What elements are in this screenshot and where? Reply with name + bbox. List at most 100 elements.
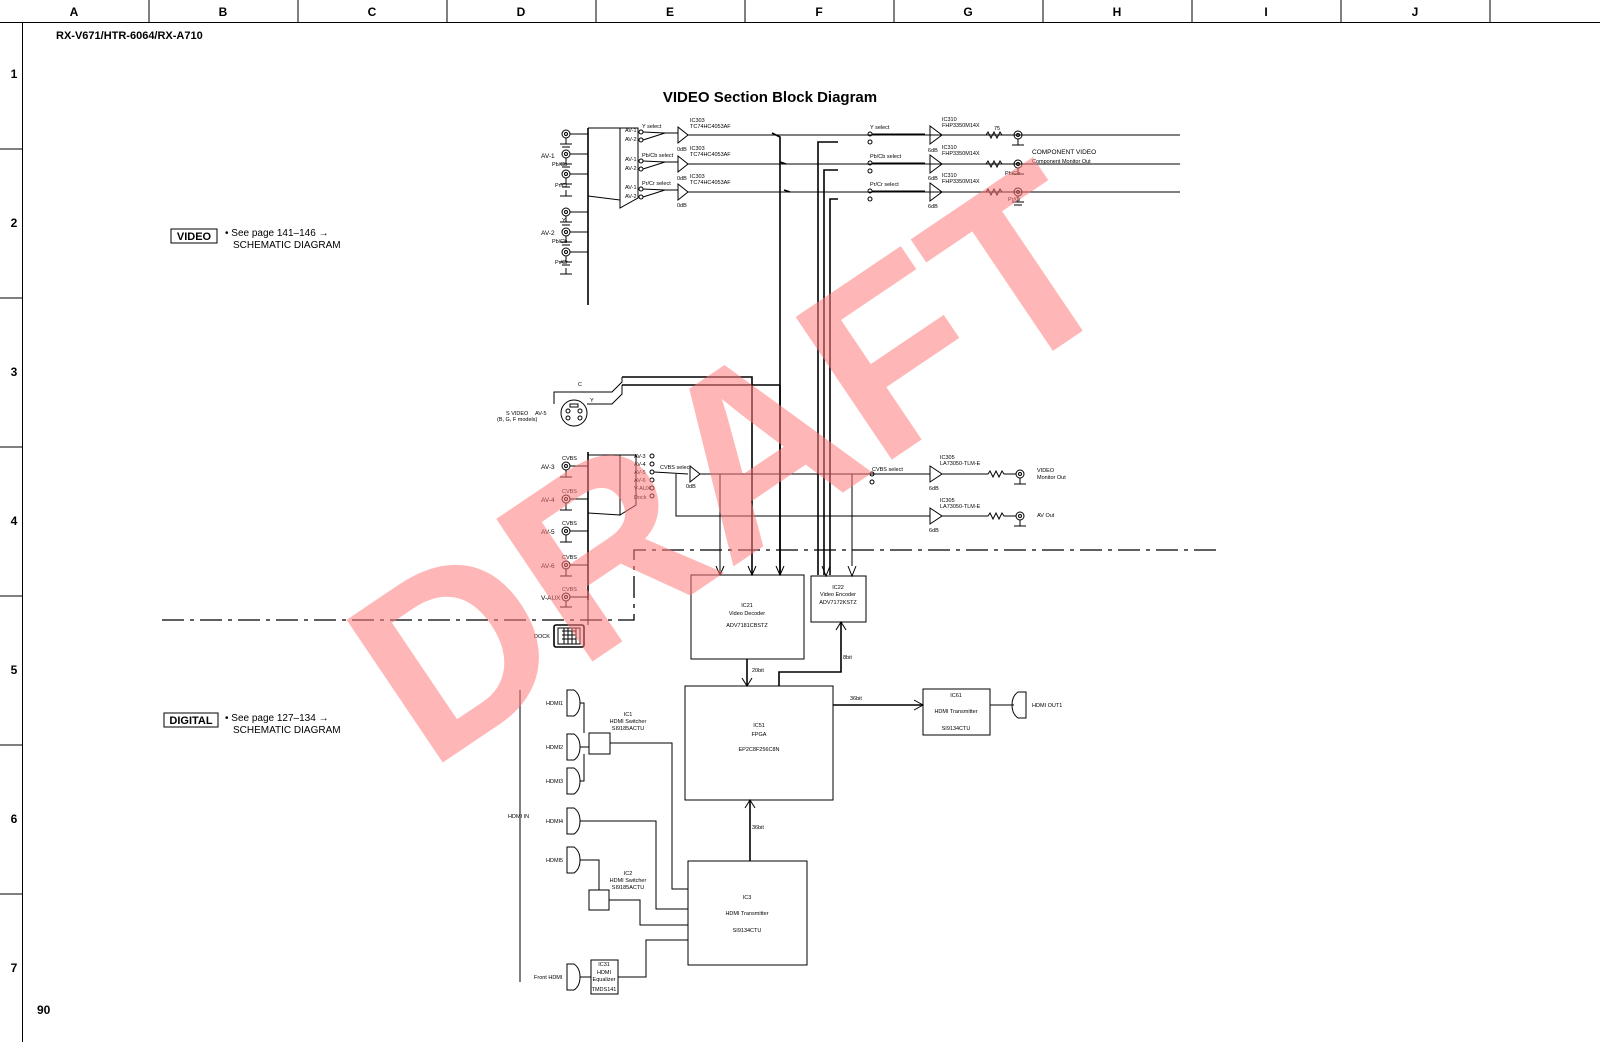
ic1-ref: IC1 [624, 712, 633, 718]
component-input-section: AV-1 Pb/Cb Pr/Cr Y AV-2 Pb/Cb Pr/Cr [541, 127, 639, 305]
ic2-block: IC2 HDMI Switcher SI9185ACTU [588, 871, 647, 911]
model-name: RX-V671/HTR-6064/RX-A710 [56, 30, 203, 42]
ic2-name: HDMI Switcher [610, 878, 647, 884]
av2-prcr: Pr/Cr [555, 260, 568, 266]
video-ref-tag: VIDEO [177, 231, 212, 243]
cvbs-jack-3: CVBS [562, 521, 577, 527]
ic2-ref: IC2 [624, 871, 633, 877]
ic1-part: SI9185ACTU [612, 726, 644, 732]
sw-av2-pb: AV-2 [625, 166, 637, 172]
cvbs-sw-av5: AV-5 [634, 470, 646, 476]
column-label: E [666, 5, 674, 19]
ic31-name2: Equalizer [593, 977, 616, 983]
ic61-block: IC61 HDMI Transmitter SI9134CTU [922, 688, 991, 736]
signal-wires [715, 132, 1027, 861]
ic61-part: SI9134CTU [942, 726, 971, 732]
ic305-part-1: LA73050-TLM-E [940, 461, 981, 467]
av5-label: AV-5 [541, 529, 555, 536]
ic61-ref: IC61 [950, 693, 962, 699]
cvbs-gain-0db: 0dB [686, 484, 696, 490]
ic305-part-2: LA73050-TLM-E [940, 504, 981, 510]
sw-av1-pr: AV-1 [625, 185, 637, 191]
av4-label: AV-4 [541, 497, 555, 504]
dock-label: DOCK [534, 634, 550, 640]
cvbs-sw-dock: Dock [634, 495, 647, 501]
column-labels: A B C D E F G H I J [70, 5, 1419, 19]
gain-0db-1: 0dB [677, 147, 687, 153]
row-labels: 1 2 3 4 5 6 7 [11, 67, 18, 975]
row-label: 3 [11, 365, 18, 379]
column-label: I [1264, 5, 1267, 19]
ic22-name: Video Encoder [820, 592, 856, 598]
ic51-block: IC51 FPGA EP2C8F256C8N [684, 685, 834, 801]
ic305-ref-2: IC305 [940, 498, 955, 504]
svideo-section: C Y S VIDEO (B, G, F models) AV-5 [497, 376, 780, 575]
ic3-ref: IC3 [743, 895, 752, 901]
hdmi5-label: HDMI5 [546, 858, 563, 864]
row-label: 2 [11, 216, 18, 230]
digital-ref-line1: • See page 127–134 → [225, 713, 329, 724]
ic303-part-3: TC74HC4053AF [690, 180, 731, 186]
column-label: C [368, 5, 377, 19]
ic22-ref: IC22 [832, 585, 844, 591]
cvbs-gain-6db-2: 6dB [929, 528, 939, 534]
column-label: D [517, 5, 526, 19]
diagram-title: VIDEO Section Block Diagram [663, 89, 877, 106]
dock-connector: DOCK [534, 600, 589, 648]
cvbs-jack-5: CVBS [562, 587, 577, 593]
av2-y: Y [562, 218, 566, 224]
res-1: 75 [994, 126, 1000, 132]
row-label: 4 [11, 514, 18, 528]
bus-36bit-out: 36bit [850, 696, 862, 702]
cvbs-gain-6db-1: 6dB [929, 486, 939, 492]
ic31-name1: HDMI [597, 970, 612, 976]
composite-input-section: CVBS CVBS CVBS CVBS CVBS AV-3 AV-4 AV-5 … [541, 452, 1066, 608]
gain-6db-2: 6dB [928, 176, 938, 182]
ic310-part-2: FHP3350M14X [942, 151, 980, 157]
ic31-part: TMDS141 [592, 987, 617, 993]
ic305-ref-1: IC305 [940, 455, 955, 461]
svideo-y: Y [590, 398, 594, 404]
ic303-part-2: TC74HC4053AF [690, 152, 731, 158]
ic3-block: IC3 HDMI Transmitter SI9134CTU [687, 860, 808, 966]
cvbs-jack-2: CVBS [562, 489, 577, 495]
pb-select-out: Pb/Cb select [870, 154, 902, 160]
digital-ref-tag: DIGITAL [169, 715, 212, 727]
hdmi-out1-label: HDMI OUT1 [1032, 703, 1062, 709]
component-output-drivers: Y select IC310 FHP3350M14X 6dB 75 Pb/Cb … [867, 117, 1096, 210]
bus-36bit-in: 36bit [752, 825, 764, 831]
pr-select-out: Pr/Cr select [870, 182, 899, 188]
component-out-label1: COMPONENT VIDEO [1032, 149, 1096, 156]
ic303-part-1: TC74HC4053AF [690, 124, 731, 130]
ic31-ref: IC31 [598, 962, 610, 968]
ic310-part-3: FHP3350M14X [942, 179, 980, 185]
bus-8bit: 8bit [843, 655, 852, 661]
row-label: 6 [11, 812, 18, 826]
cvbs-jack-4: CVBS [562, 555, 577, 561]
ic310-ref-1: IC310 [942, 117, 957, 123]
av-out-label: AV Out [1037, 513, 1055, 519]
video-out-label2: Monitor Out [1037, 475, 1066, 481]
svideo-label2: (B, G, F models) [497, 417, 538, 423]
hdmi-in-label: HDMI IN [508, 814, 529, 820]
ic3-part: SI9134CTU [733, 928, 762, 934]
cvbs-sw-av4: AV-4 [634, 462, 646, 468]
ic21-name: Video Decoder [729, 611, 765, 617]
component-out-label2: Component Monitor Out [1032, 159, 1091, 165]
av1-prcr: Pr/Cr [555, 183, 568, 189]
cvbs-select-out: CVBS select [872, 467, 903, 473]
sw-av2-y: AV-2 [625, 137, 637, 143]
hdmi3-label: HDMI3 [546, 779, 563, 785]
ic303-ref-1: IC303 [690, 118, 705, 124]
video-out-label1: VIDEO [1037, 468, 1055, 474]
svideo-label1: S VIDEO [506, 411, 529, 417]
ic22-block: IC22 Video Encoder ADV7172KSTZ [810, 575, 867, 623]
cvbs-jack-1: CVBS [562, 456, 577, 462]
ic303-ref-2: IC303 [690, 146, 705, 152]
hdmi-inputs: HDMI1 HDMI2 HDMI3 HDMI4 HDMI5 Front HDMI… [508, 689, 688, 991]
ic21-part: ADV7181CBSTZ [726, 623, 768, 629]
ic51-part: EP2C8F256C8N [739, 747, 780, 753]
sw-av1-pb: AV-1 [625, 157, 637, 163]
out-pbcb: Pb/Cb [1005, 171, 1020, 177]
